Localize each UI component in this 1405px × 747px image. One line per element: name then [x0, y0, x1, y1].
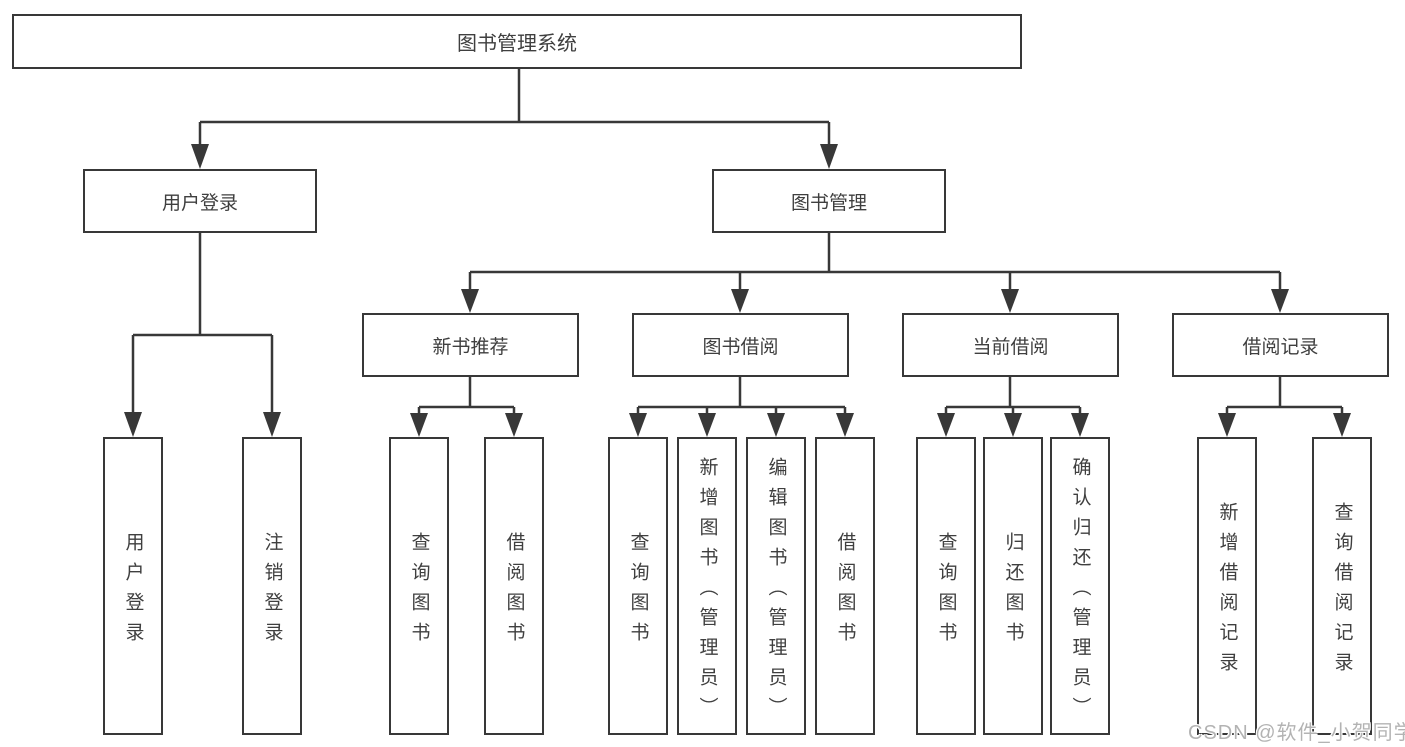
leaf-user-login: 用户登录	[103, 437, 163, 735]
node-book-management-label: 图书管理	[790, 192, 867, 214]
leaf-query-books-3-label: 查询图书	[935, 531, 957, 652]
leaf-borrow-books-1-label: 借阅图书	[503, 531, 525, 652]
leaf-logout-label: 注销登录	[261, 531, 283, 652]
leaf-query-books-1-label: 查询图书	[408, 531, 430, 652]
node-new-book-recommend: 新书推荐	[362, 313, 579, 377]
node-borrow-records-label: 借阅记录	[1242, 336, 1319, 358]
leaf-query-borrow-record-label: 查询借阅记录	[1331, 501, 1353, 682]
node-current-borrow-label: 当前借阅	[972, 336, 1049, 358]
leaf-query-borrow-record: 查询借阅记录	[1312, 437, 1372, 735]
leaf-query-books-2-label: 查询图书	[627, 531, 649, 652]
node-book-borrow-label: 图书借阅	[702, 336, 779, 358]
csdn-watermark: CSDN @软件_小贺同学	[1188, 722, 1405, 744]
leaf-return-books-label: 归还图书	[1002, 531, 1024, 652]
leaf-add-borrow-record-label: 新增借阅记录	[1216, 501, 1238, 682]
leaf-return-books: 归还图书	[983, 437, 1043, 735]
node-borrow-records: 借阅记录	[1172, 313, 1389, 377]
leaf-confirm-return-admin-label: 确认归还（管理员）	[1069, 456, 1091, 727]
leaf-query-books-1: 查询图书	[389, 437, 449, 735]
node-new-book-recommend-label: 新书推荐	[432, 336, 509, 358]
node-book-management: 图书管理	[712, 169, 946, 233]
node-book-borrow: 图书借阅	[632, 313, 849, 377]
leaf-add-borrow-record: 新增借阅记录	[1197, 437, 1257, 735]
node-root-library-system: 图书管理系统	[12, 14, 1022, 69]
node-current-borrow: 当前借阅	[902, 313, 1119, 377]
leaf-add-books-admin: 新增图书（管理员）	[677, 437, 737, 735]
leaf-logout: 注销登录	[242, 437, 302, 735]
node-root-label: 图书管理系统	[457, 33, 577, 55]
leaf-user-login-label: 用户登录	[122, 531, 144, 652]
node-user-login: 用户登录	[83, 169, 317, 233]
leaf-borrow-books-2: 借阅图书	[815, 437, 875, 735]
leaf-query-books-2: 查询图书	[608, 437, 668, 735]
leaf-edit-books-admin-label: 编辑图书（管理员）	[765, 456, 787, 727]
node-user-login-label: 用户登录	[161, 192, 238, 214]
leaf-borrow-books-2-label: 借阅图书	[834, 531, 856, 652]
leaf-borrow-books-1: 借阅图书	[484, 437, 544, 735]
leaf-confirm-return-admin: 确认归还（管理员）	[1050, 437, 1110, 735]
leaf-edit-books-admin: 编辑图书（管理员）	[746, 437, 806, 735]
leaf-add-books-admin-label: 新增图书（管理员）	[696, 456, 718, 727]
leaf-query-books-3: 查询图书	[916, 437, 976, 735]
